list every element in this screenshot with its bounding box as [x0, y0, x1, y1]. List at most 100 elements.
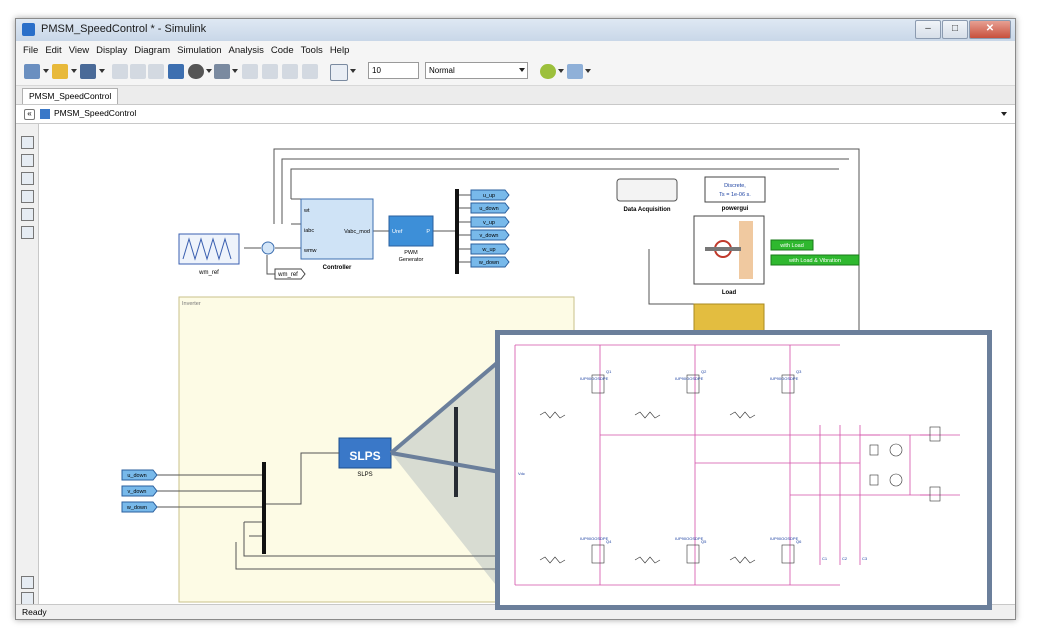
save-icon[interactable] — [80, 64, 96, 79]
annotation-icon[interactable] — [21, 190, 34, 203]
pspice-schematic-callout: Q1 Q2 Q3 Q4 Q5 Q6 IUP90OOSDPE IUP90OOSDP… — [495, 330, 992, 610]
goto-w-up-label: w_up — [481, 247, 495, 253]
c3-label: C3 — [862, 556, 868, 561]
new-model-icon[interactable] — [24, 64, 40, 79]
menu-view[interactable]: View — [68, 44, 90, 56]
run-icon[interactable] — [262, 64, 278, 79]
mux-block[interactable] — [262, 462, 266, 554]
tab-model[interactable]: PMSM_SpeedControl — [22, 88, 119, 104]
inspector-dropdown-icon[interactable] — [350, 69, 356, 73]
hide-browser-icon[interactable]: « — [24, 109, 35, 120]
address-dropdown-icon[interactable] — [1001, 112, 1007, 116]
up-level-icon[interactable] — [148, 64, 164, 79]
chevron-down-icon — [519, 68, 525, 72]
demux-block[interactable] — [455, 189, 459, 274]
goto-w-down-label: w_down — [478, 260, 499, 266]
controller-block[interactable] — [300, 198, 374, 260]
goto-u-down[interactable] — [470, 202, 510, 214]
simulation-mode-select[interactable]: Normal — [425, 62, 528, 79]
goto-v-down[interactable] — [470, 229, 510, 241]
menu-code[interactable]: Code — [270, 44, 294, 56]
powergui-block[interactable] — [704, 176, 766, 203]
model-config-gear-icon[interactable] — [188, 64, 204, 79]
open-dropdown-icon[interactable] — [71, 69, 77, 73]
menu-display[interactable]: Display — [96, 44, 128, 56]
build-icon[interactable] — [567, 64, 583, 79]
menu-simulation[interactable]: Simulation — [177, 44, 222, 56]
sum-block[interactable] — [261, 241, 275, 255]
data-inspector-icon[interactable] — [330, 64, 348, 81]
breadcrumb[interactable]: PMSM_SpeedControl — [54, 108, 137, 118]
step-forward-icon[interactable] — [282, 64, 298, 79]
menu-file[interactable]: File — [23, 44, 39, 56]
config-dropdown-icon[interactable] — [206, 69, 212, 73]
stop-icon[interactable] — [302, 64, 318, 79]
wm-ref-source-block[interactable] — [178, 233, 240, 265]
part-label-3: IUP90OOSDPE — [770, 376, 799, 381]
menu-help[interactable]: Help — [329, 44, 350, 56]
simulation-mode-value: Normal — [429, 66, 455, 75]
powergui-label: powergui — [722, 206, 749, 212]
model-explorer-icon[interactable] — [214, 64, 230, 79]
q3-label: Q3 — [796, 369, 802, 374]
q5-label: Q5 — [701, 539, 707, 544]
back-arrow-icon[interactable] — [112, 64, 128, 79]
data-acquisition-label: Data Acquisition — [623, 207, 670, 213]
window-title: PMSM_SpeedControl * - Simulink — [41, 23, 207, 35]
with-load-tag[interactable] — [770, 239, 814, 251]
menu-diagram[interactable]: Diagram — [134, 44, 171, 56]
open-folder-icon[interactable] — [52, 64, 68, 79]
maximize-button[interactable]: □ — [942, 20, 968, 39]
arrows-icon[interactable] — [21, 172, 34, 185]
slps-block[interactable] — [338, 437, 392, 469]
minimize-button[interactable]: – — [915, 20, 941, 39]
block-diagram: wm_ref wm_ref wt iabc wmw Vabc_mod Contr… — [121, 148, 860, 604]
build-dropdown-icon[interactable] — [585, 69, 591, 73]
part-label-2: IUP90OOSDPE — [675, 376, 704, 381]
explorer-dropdown-icon[interactable] — [232, 69, 238, 73]
forward-arrow-icon[interactable] — [130, 64, 146, 79]
pwm-in-port: Uref — [392, 229, 403, 235]
menu-edit[interactable]: Edit — [45, 44, 62, 56]
from-w-down[interactable] — [121, 501, 158, 513]
address-bar: « PMSM_SpeedControl — [16, 105, 1015, 124]
goto-wm-ref[interactable] — [274, 268, 306, 280]
simulink-app-icon — [22, 23, 35, 36]
from-tags-left: u_down v_down w_down — [121, 469, 158, 513]
c1-label: C1 — [822, 556, 828, 561]
area-icon[interactable] — [21, 226, 34, 239]
from-u-down[interactable] — [121, 469, 158, 481]
data-acquisition-block[interactable] — [616, 178, 678, 202]
goto-w-down[interactable] — [470, 256, 510, 268]
from-v-down[interactable] — [121, 485, 158, 497]
save-dropdown-icon[interactable] — [99, 69, 105, 73]
screenshot-icon[interactable] — [21, 576, 34, 589]
library-browser-icon[interactable] — [168, 64, 184, 79]
stop-time-input[interactable]: 10 — [368, 62, 419, 79]
new-dropdown-icon[interactable] — [43, 69, 49, 73]
with-load-vibration-tag[interactable] — [770, 254, 860, 266]
part-label-5: IUP90OOSDPE — [675, 536, 704, 541]
goto-u-up[interactable] — [470, 189, 510, 201]
wm-ref-source-label: wm_ref — [198, 270, 219, 276]
vdc-label: Vdc — [518, 471, 525, 476]
part-label-1: IUP90OOSDPE — [580, 376, 609, 381]
status-text: Ready — [22, 607, 47, 617]
inverter-schematic: Q1 Q2 Q3 Q4 Q5 Q6 IUP90OOSDPE IUP90OOSDP… — [514, 344, 960, 586]
goto-w-up[interactable] — [470, 243, 510, 255]
zoom-icon[interactable] — [21, 136, 34, 149]
pwm-generator-block[interactable] — [388, 215, 434, 247]
image-icon[interactable] — [21, 208, 34, 221]
menu-analysis[interactable]: Analysis — [228, 44, 264, 56]
slps-demux[interactable] — [454, 407, 458, 497]
check-model-icon[interactable] — [540, 64, 556, 79]
fit-to-view-icon[interactable] — [21, 154, 34, 167]
close-button[interactable]: ✕ — [969, 20, 1011, 39]
check-dropdown-icon[interactable] — [558, 69, 564, 73]
q4-label: Q4 — [606, 539, 612, 544]
with-load-label: with Load — [779, 243, 804, 249]
step-back-icon[interactable] — [242, 64, 258, 79]
pwm-label-line1: PWM — [404, 250, 418, 256]
goto-v-up[interactable] — [470, 216, 510, 228]
menu-tools[interactable]: Tools — [300, 44, 323, 56]
